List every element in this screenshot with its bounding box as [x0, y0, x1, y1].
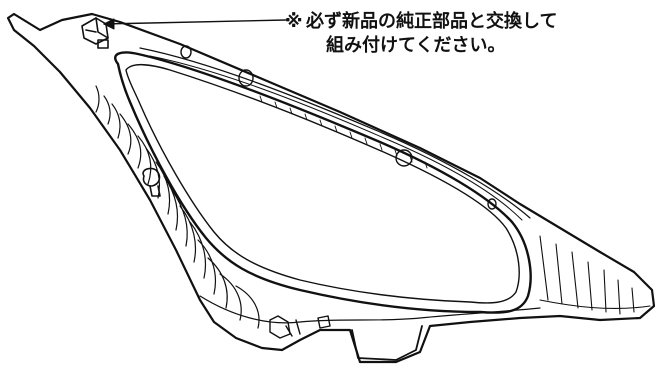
rim-ledge	[139, 47, 531, 219]
rim-hatching	[259, 95, 428, 169]
trim-outline	[6, 12, 656, 364]
side-clip	[142, 167, 161, 197]
left-ribs	[95, 85, 260, 329]
rim-clips	[180, 45, 497, 210]
lower-clips	[269, 315, 331, 339]
top-clip	[81, 17, 109, 49]
callout-text-line-1: 必ず新品の純正部品と交換して	[306, 11, 558, 32]
callout-mark: ※	[285, 11, 303, 32]
trim-opening	[114, 51, 532, 314]
callout-leader	[103, 19, 287, 25]
callout-arrowhead	[103, 18, 115, 30]
lower-flange	[199, 295, 541, 324]
rim-ledge-lower	[149, 55, 523, 221]
right-ribs	[539, 235, 651, 315]
opening-lip	[125, 64, 520, 304]
lower-tab	[351, 325, 423, 361]
callout-text-line-2: 組み付けてください。	[326, 35, 506, 56]
